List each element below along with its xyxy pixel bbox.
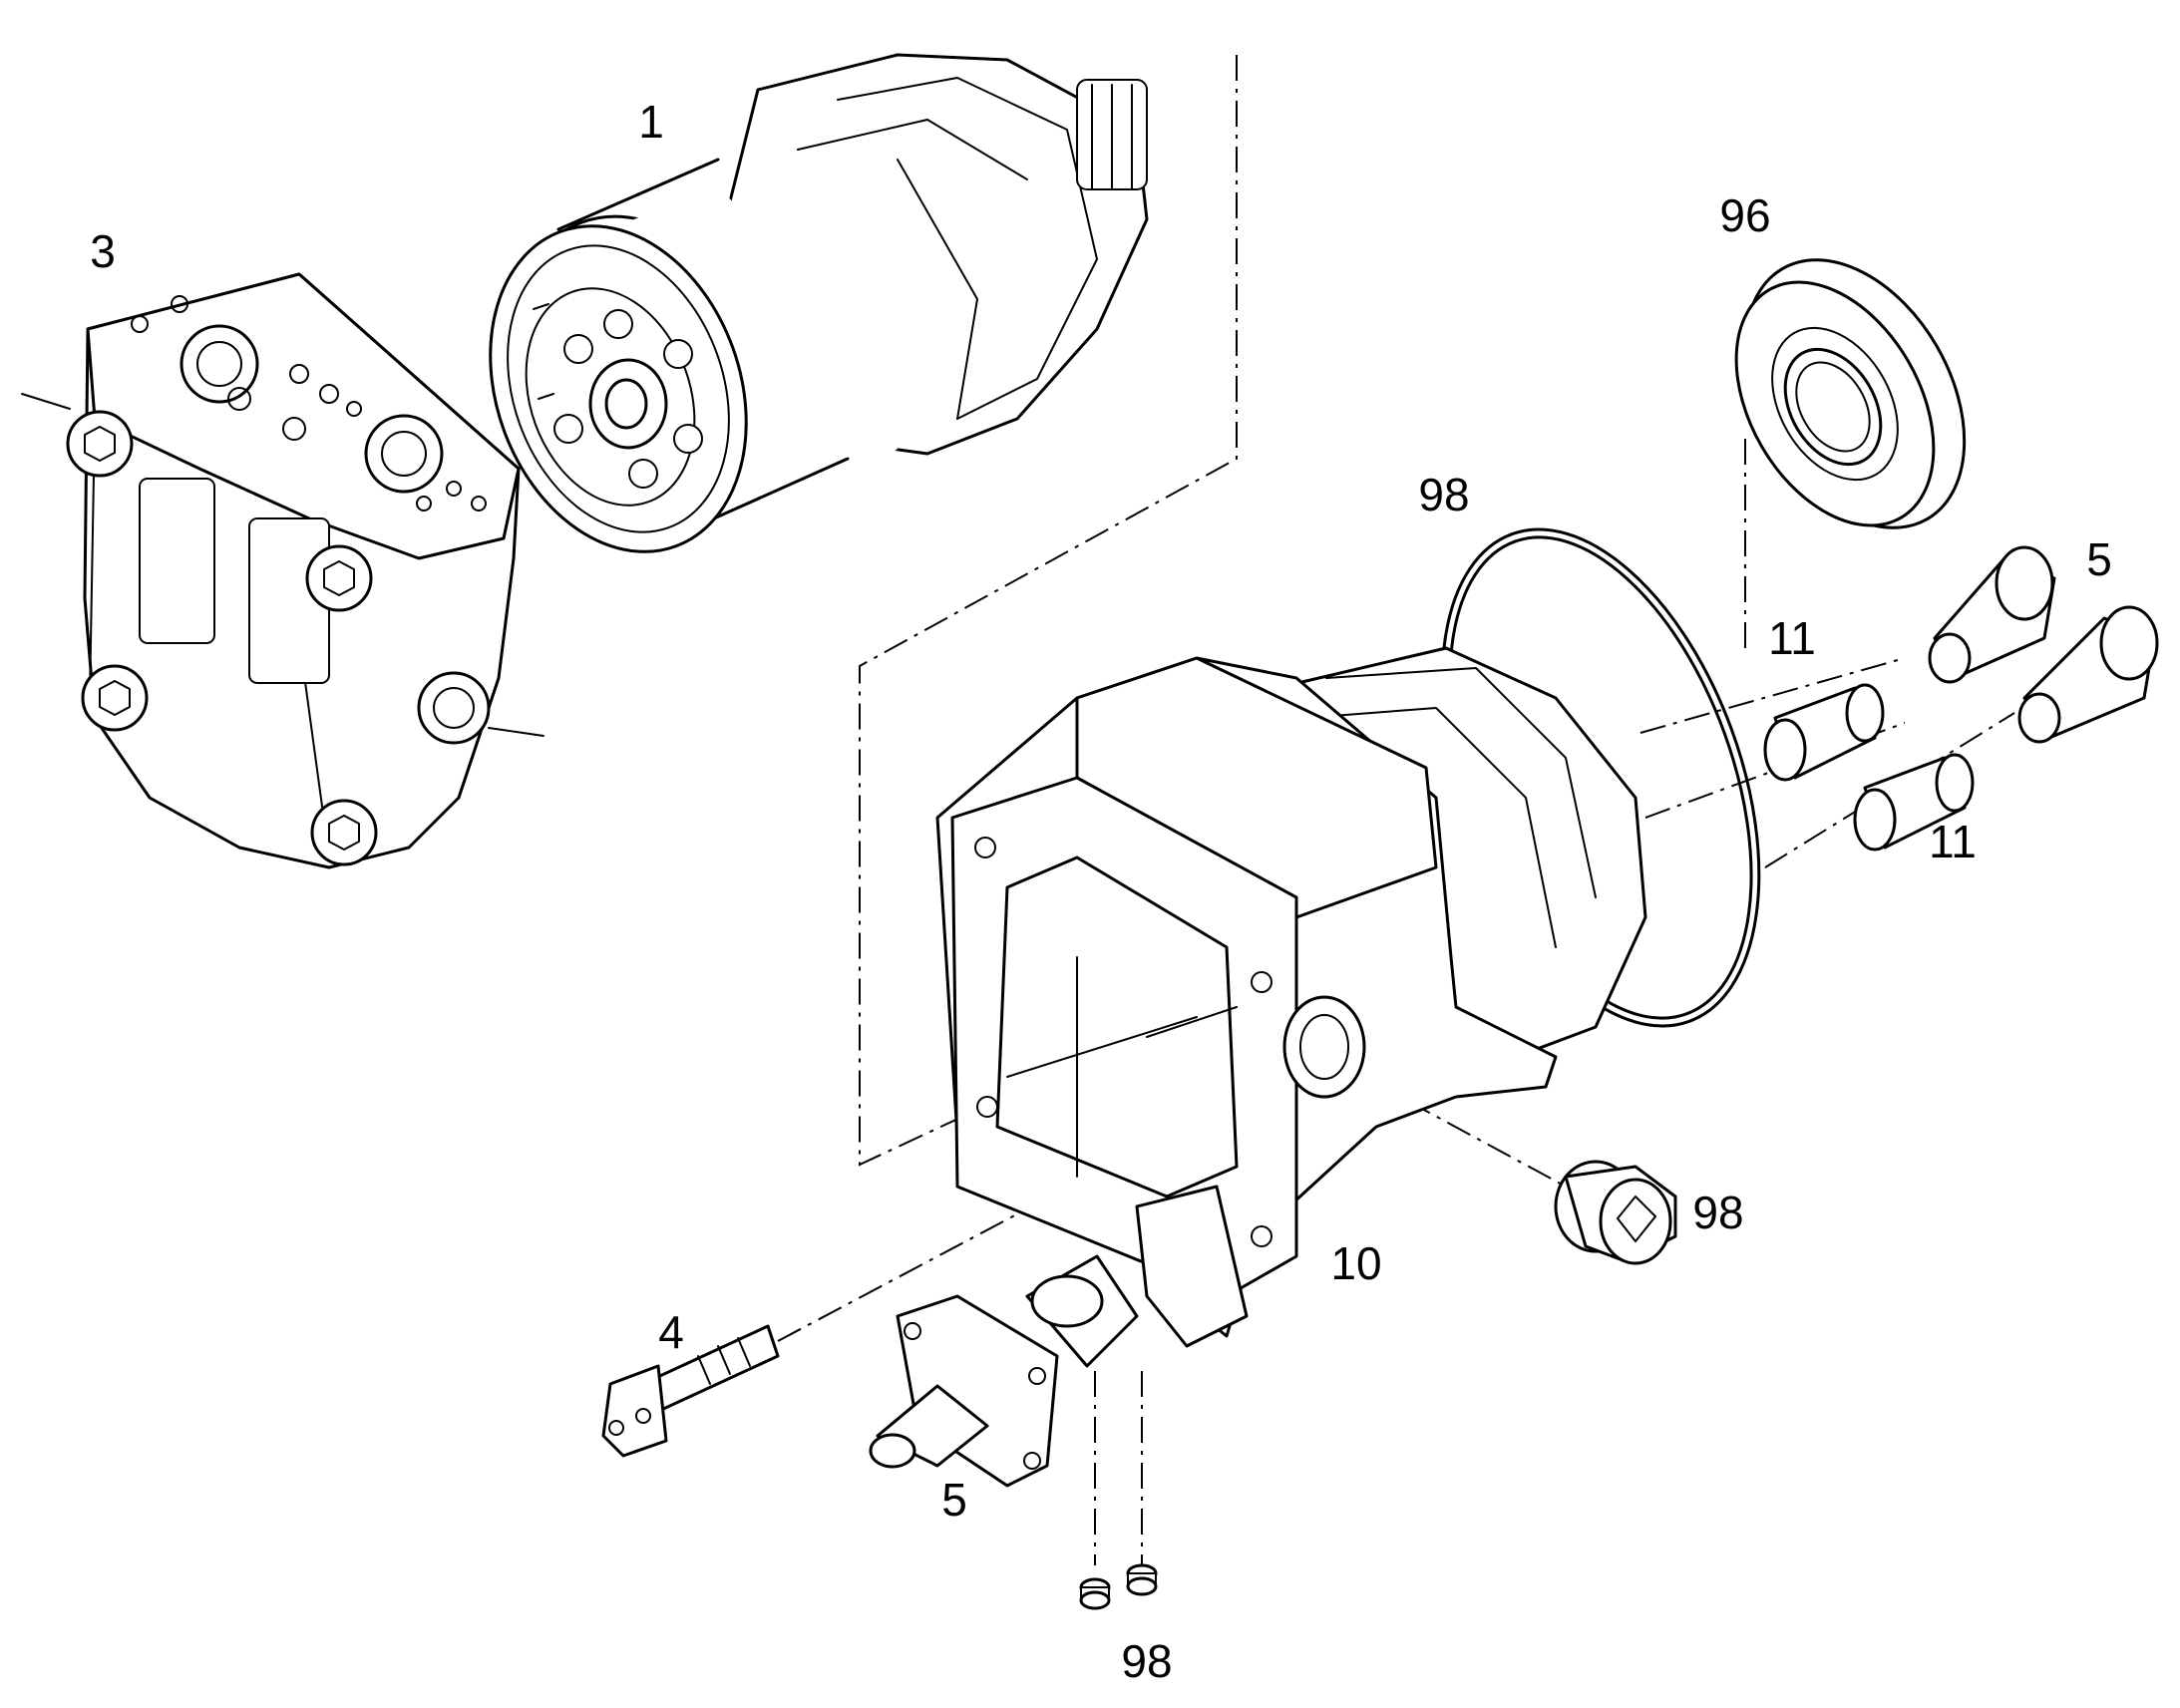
assembly-guide-lines bbox=[518, 55, 2015, 1565]
callout-part-11-upper: 11 bbox=[1768, 612, 1816, 664]
part-98-plug bbox=[1554, 1160, 1677, 1265]
callout-part-98-o-ring: 98 bbox=[1418, 469, 1469, 520]
part-5-right-cartridges bbox=[1928, 545, 2159, 744]
part-98-small-screws bbox=[1079, 1563, 1158, 1610]
callout-part-1: 1 bbox=[638, 96, 664, 148]
part-10-housing bbox=[935, 646, 1647, 1348]
callout-part-3: 3 bbox=[90, 225, 116, 277]
part-5-bottom-control-valve bbox=[869, 1254, 1139, 1488]
part-4-adjustment-screw bbox=[601, 1324, 780, 1458]
callout-part-5-right: 5 bbox=[2086, 533, 2112, 585]
part-11-bushings bbox=[1763, 683, 1975, 852]
callout-part-98-plug: 98 bbox=[1692, 1187, 1743, 1238]
part-96-shaft-seal bbox=[1734, 258, 1967, 529]
callout-part-5-bottom: 5 bbox=[941, 1474, 967, 1526]
callout-part-11-lower: 11 bbox=[1929, 816, 1977, 867]
callout-labels: 1 3 96 98 5 11 11 98 10 4 5 98 bbox=[90, 96, 2112, 1687]
part-1-rotary-group bbox=[489, 53, 1149, 558]
callout-part-10: 10 bbox=[1330, 1237, 1381, 1289]
callout-part-4: 4 bbox=[658, 1306, 684, 1358]
callout-part-96: 96 bbox=[1719, 189, 1770, 241]
callout-part-98-screws: 98 bbox=[1121, 1635, 1172, 1687]
part-3-port-plate bbox=[21, 272, 545, 869]
